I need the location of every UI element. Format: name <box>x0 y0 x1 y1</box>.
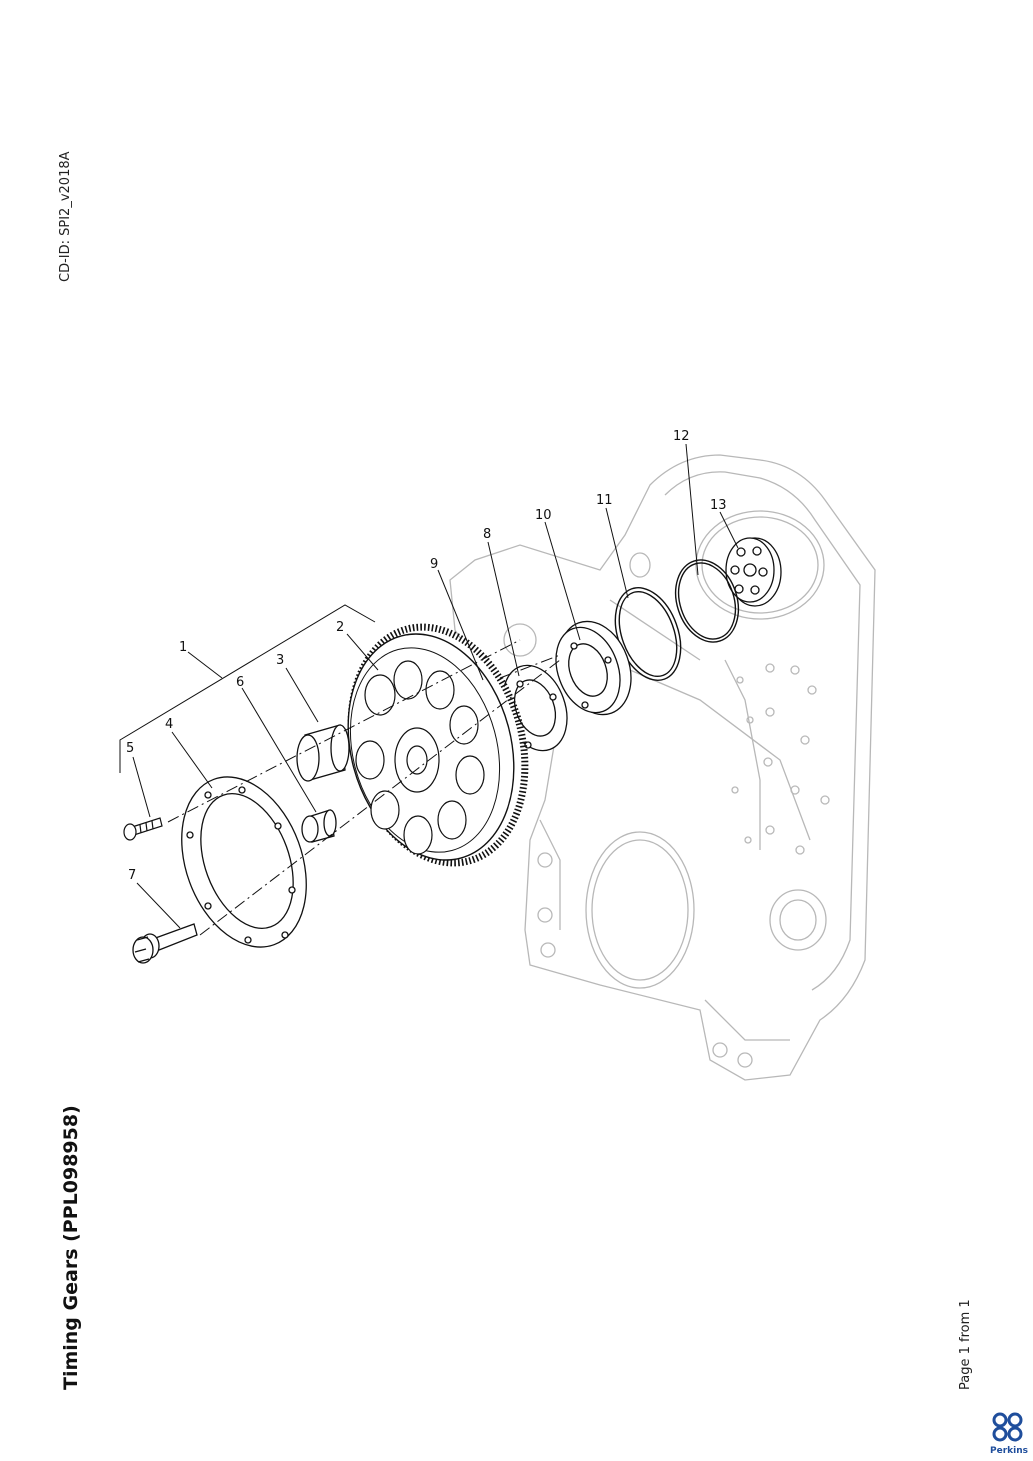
perkins-logo: Perkins <box>990 1412 1028 1456</box>
callout-7: 7 <box>128 868 136 883</box>
assembly-center-lines <box>167 639 561 936</box>
callout-12: 12 <box>673 429 690 444</box>
callout-6: 6 <box>236 675 244 690</box>
part-6-bush <box>301 809 337 843</box>
part-3-bush <box>296 724 350 782</box>
callout-3: 3 <box>276 653 284 668</box>
part-12-o-ring <box>674 559 740 643</box>
part-13-hub <box>725 537 782 607</box>
callout-10: 10 <box>535 508 552 523</box>
callout-13: 13 <box>710 498 727 513</box>
part-7-bolt <box>132 923 198 964</box>
callout-9: 9 <box>430 557 438 572</box>
callout-4: 4 <box>165 717 173 732</box>
callout-5: 5 <box>126 741 134 756</box>
part-2-idler-gear <box>347 623 529 867</box>
callout-1: 1 <box>179 640 187 655</box>
leader-lines <box>119 443 739 929</box>
part-10-thrust-plate <box>555 620 632 716</box>
callout-2: 2 <box>336 620 344 635</box>
part-4-plate <box>181 776 307 948</box>
part-5-bolt <box>123 817 163 841</box>
callout-8: 8 <box>483 527 491 542</box>
callout-11: 11 <box>596 493 613 508</box>
callout-labels: 1 2 3 4 5 6 7 8 9 10 11 12 13 <box>126 429 727 883</box>
perkins-logo-text: Perkins <box>990 1446 1028 1456</box>
